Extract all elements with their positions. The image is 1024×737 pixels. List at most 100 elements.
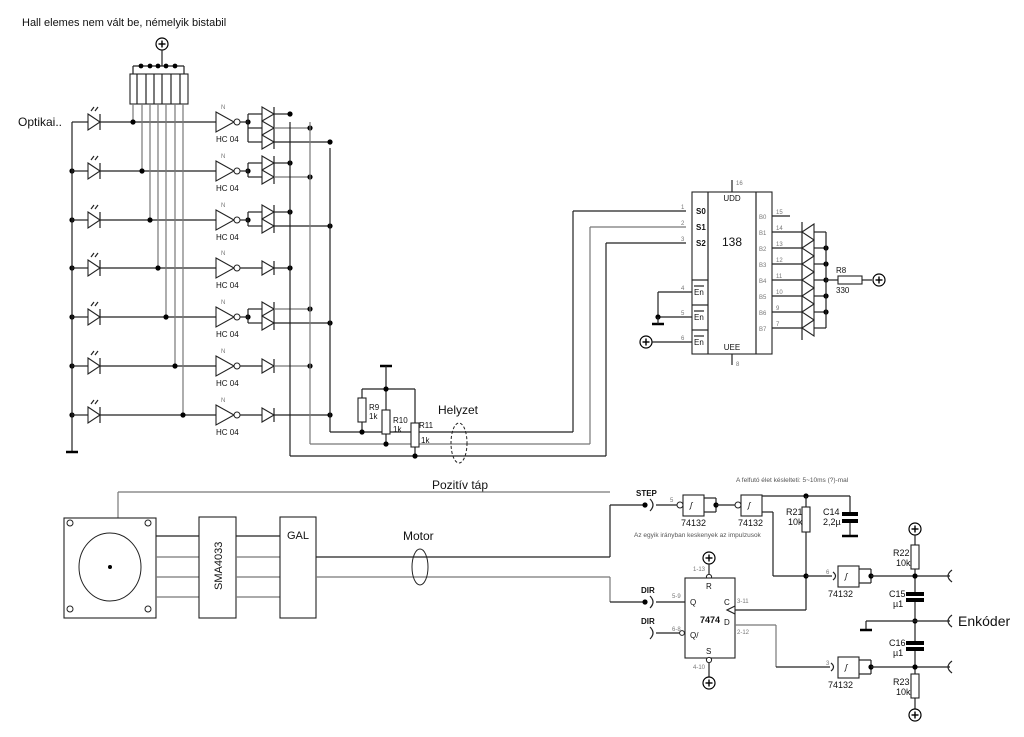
- diode-icon: [261, 134, 276, 150]
- decoder-input-pin: 2: [681, 221, 685, 227]
- svg-text:ʃ: ʃ: [843, 663, 849, 672]
- decoder-output-label: B4: [759, 279, 767, 285]
- encoder-a-connector[interactable]: [947, 569, 953, 583]
- diode-group: [240, 204, 333, 234]
- junction-dot: [287, 111, 293, 117]
- plus-ff-reset-icon: [702, 551, 716, 565]
- schmitt-gate-4: [837, 656, 860, 679]
- junction-dot: [172, 363, 178, 369]
- decoder-enable-label: En: [694, 338, 704, 347]
- diode-group: [240, 358, 313, 374]
- r11-name: R11: [419, 421, 434, 430]
- inverter-type: N: [221, 154, 225, 160]
- decoder-input-pin: 1: [681, 205, 685, 211]
- inverter-icon: [215, 160, 236, 182]
- ff-d-pin: 2-12: [737, 630, 750, 636]
- diode-icon: [261, 358, 276, 374]
- photodiode-icon: [87, 161, 101, 181]
- decoder-output-label: B2: [759, 247, 767, 253]
- r11-value: 1k: [421, 436, 430, 445]
- plus-en-icon: [639, 335, 653, 349]
- positive-supply-label: Pozitív táp: [432, 478, 488, 492]
- inverter-part: HC 04: [216, 281, 239, 290]
- inverter-icon: [215, 404, 236, 426]
- photodiode-icon: [87, 112, 101, 132]
- junction-dot: [130, 119, 136, 125]
- schmitt-gate-3: [837, 565, 860, 588]
- decoder-input-pin: 3: [681, 237, 685, 243]
- c14-value: 2,2µ: [823, 517, 841, 527]
- encoder-b-connector[interactable]: [947, 660, 953, 674]
- light-arrows-icon: [90, 399, 99, 405]
- decoder-enable-label: En: [694, 288, 704, 297]
- plus-supply-icon: [155, 37, 169, 51]
- schmitt1-pin: 5: [670, 498, 674, 504]
- light-arrows-icon: [90, 350, 99, 356]
- junction-dot: [155, 63, 161, 69]
- page-title: Hall elemes nem vált be, némelyik bistab…: [22, 17, 226, 29]
- inverter-type: N: [221, 251, 225, 257]
- optical-label: Optikai..: [18, 115, 62, 129]
- schmitt3-part: 74132: [828, 589, 853, 599]
- narrow-pulse-note: Az egyik irányban keskenyek az impulzuso…: [634, 532, 762, 539]
- inverter-icon: [215, 306, 236, 328]
- junction-dot: [139, 168, 145, 174]
- inverter-type: N: [221, 203, 225, 209]
- diode-group: [240, 301, 333, 331]
- decoder-output-pin: 13: [776, 242, 783, 248]
- decoder-output-label: B5: [759, 295, 767, 301]
- array-body: [129, 73, 189, 105]
- plus-r8-icon: [872, 273, 886, 287]
- decoder-output-label: B1: [759, 231, 767, 237]
- light-arrows-icon: [90, 252, 99, 258]
- inverter-type: N: [221, 349, 225, 355]
- plus-ff-set-icon: [702, 676, 716, 690]
- decoder-input-label: S2: [696, 239, 706, 248]
- photodiode-icon: [87, 356, 101, 376]
- schmitt3-pin: 6: [826, 570, 830, 576]
- c14-name: C14: [823, 507, 840, 517]
- junction-dot: [163, 63, 169, 69]
- stepper-motor: [63, 517, 157, 619]
- dir-qn-label[interactable]: DIR: [641, 617, 655, 626]
- encoder-gnd-connector[interactable]: [947, 614, 953, 628]
- decoder-enable-pin: 5: [681, 311, 685, 317]
- diode-icon: [261, 120, 276, 136]
- photodiode-icon: [87, 258, 101, 278]
- step-label[interactable]: STEP: [636, 489, 658, 498]
- c15-value: µ1: [893, 599, 903, 609]
- diode-icon: [261, 301, 276, 317]
- r23-name: R23: [893, 677, 910, 687]
- schmitt2-part: 74132: [738, 518, 763, 528]
- junction-dot: [155, 265, 161, 271]
- dir-q-label[interactable]: DIR: [641, 586, 655, 595]
- r22-value: 10k: [896, 558, 911, 568]
- schmitt-gate-2: [740, 494, 763, 517]
- r9-value: 1k: [369, 412, 378, 421]
- sensor-row: NHC 04: [72, 104, 241, 144]
- svg-text:ʃ: ʃ: [688, 501, 694, 510]
- diode-icon: [261, 204, 276, 220]
- sensor-row: N HC 04: [69, 104, 241, 290]
- diode-group: [240, 407, 333, 423]
- ff-qn-pin: 6-8: [672, 627, 681, 633]
- diode-group: [240, 260, 293, 276]
- plus-r23-icon: [908, 708, 922, 722]
- diode-icon: [261, 218, 276, 234]
- ff-q: Q: [690, 598, 696, 607]
- schmitt-gate-1: [682, 494, 705, 517]
- ff-c: C: [724, 598, 730, 607]
- decoder-output-label: B0: [759, 215, 767, 221]
- diode-icon: [261, 169, 276, 185]
- ff-d: D: [724, 618, 730, 627]
- inverter-part: HC 04: [216, 184, 239, 193]
- svg-text:ʃ: ʃ: [746, 501, 752, 510]
- inverter-part: HC 04: [216, 330, 239, 339]
- light-arrows-icon: [90, 204, 99, 210]
- decoder-output-label: B6: [759, 311, 767, 317]
- diode-group: [240, 106, 333, 150]
- schmitt4-part: 74132: [828, 680, 853, 690]
- decoder-output-pin: 10: [776, 290, 783, 296]
- r21-value: 10k: [788, 517, 803, 527]
- sensor-row: N HC 04: [69, 104, 241, 388]
